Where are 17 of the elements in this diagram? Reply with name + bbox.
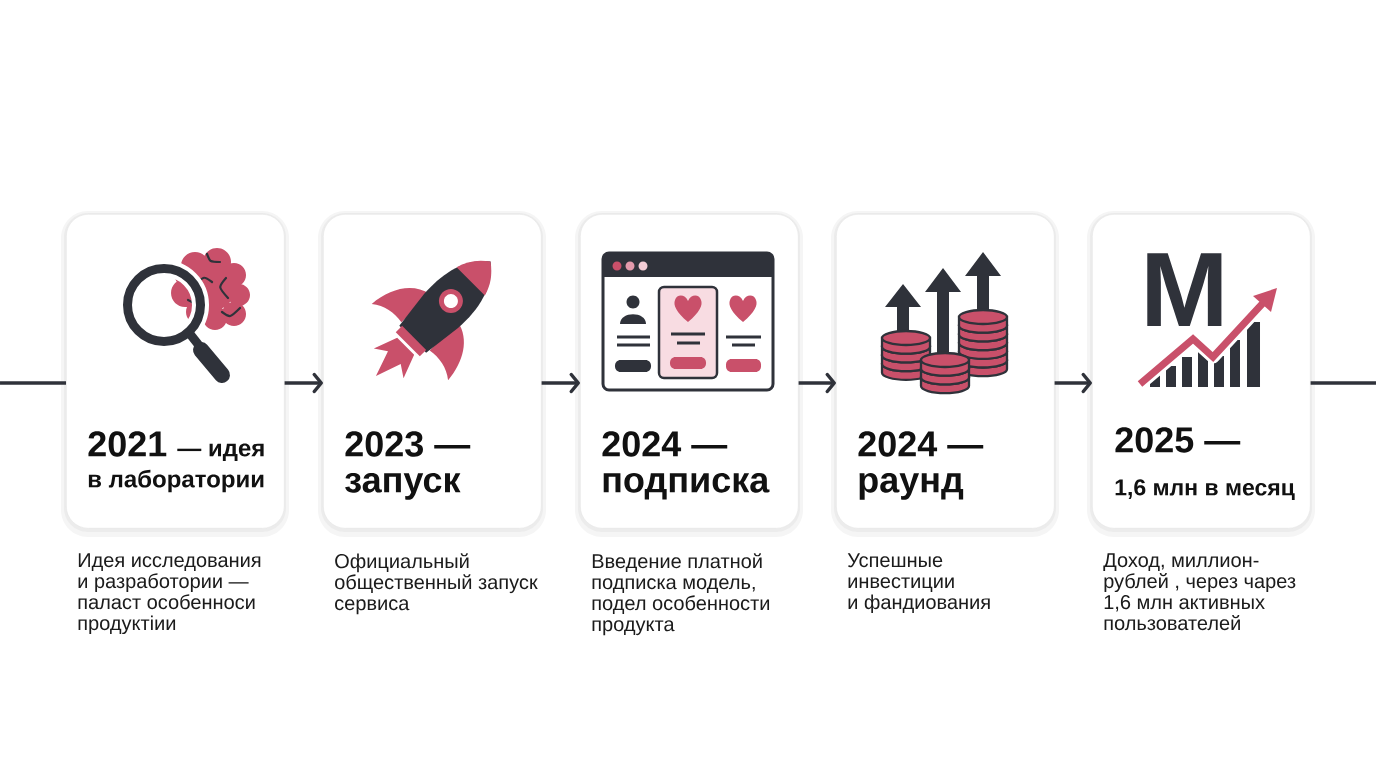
arrow bbox=[541, 372, 580, 394]
icon-letter: M bbox=[1147, 253, 1222, 327]
connector-line bbox=[1310, 381, 1376, 385]
milestone-description: Введение платной подписка модель, подел особенности продукта bbox=[592, 553, 770, 636]
milestone-title: 2025 — 1,6 млн в месяц bbox=[1115, 427, 1295, 500]
milestone-title: 2024 — подписка bbox=[602, 431, 770, 500]
milestone-description: Доход, миллион- рублей , через чарез 1,6 млн активных пользователей bbox=[1103, 553, 1296, 631]
connector-line bbox=[0, 381, 66, 385]
arrow bbox=[1054, 372, 1092, 394]
milestone-description: Успешные инвестиции и фандиования bbox=[847, 553, 990, 614]
milestone-title: 2021 — идея в лаборатории bbox=[88, 431, 264, 493]
milestone-title: 2023 — запуск bbox=[345, 431, 471, 500]
milestone-description: Идея исследования и разработории — паласт особенноси продуктiии bbox=[78, 553, 261, 635]
arrow bbox=[284, 372, 323, 394]
milestone-title: 2024 — раунд bbox=[858, 431, 984, 500]
arrow bbox=[798, 372, 836, 394]
milestone-description: Официальный общественный запуск сервиса bbox=[335, 553, 538, 615]
